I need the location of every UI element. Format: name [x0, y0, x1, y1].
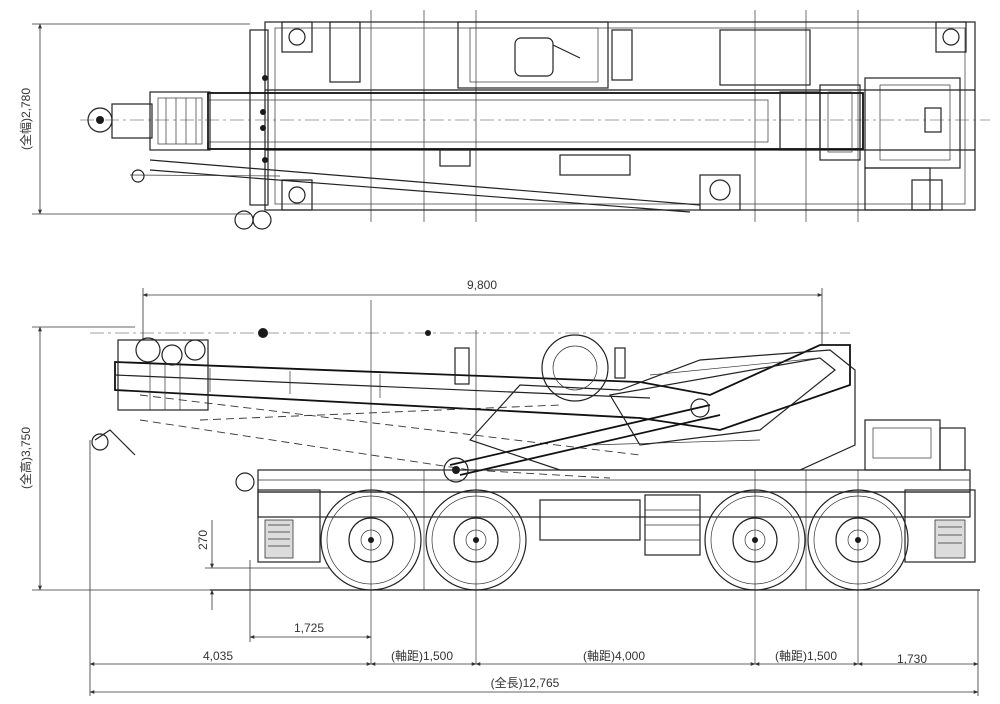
- rear-overhang-label: 1,730: [897, 652, 927, 666]
- wheelbase-front-label: (軸距)1,500: [391, 649, 453, 663]
- boom-length-label: 9,800: [467, 278, 497, 292]
- overall-height-dimension: (全高)3,750: [18, 326, 210, 591]
- side-view-reference-lines: [370, 300, 859, 664]
- front-overhang-label: 4,035: [203, 649, 233, 663]
- ground-clearance-label: 270: [196, 530, 210, 550]
- front-overhang-inner-label: 1,725: [294, 621, 324, 635]
- overall-height-label: (全高)3,750: [18, 427, 33, 489]
- overall-length-label: (全長)12,765: [491, 675, 560, 690]
- ground-clearance-dimension: 270: [196, 520, 330, 610]
- top-view: (全幅)2,780: [18, 10, 990, 230]
- boom: [91, 328, 851, 483]
- side-view: 9,800: [18, 278, 980, 696]
- boom-length-dimension: 9,800: [142, 278, 823, 345]
- wheelbase-middle-label: (軸距)4,000: [583, 649, 645, 663]
- top-view-chassis: [80, 21, 990, 230]
- top-view-reference-lines: [370, 10, 859, 222]
- top-width-dimension: (全幅)2,780: [18, 23, 250, 215]
- wheelbase-rear-label: (軸距)1,500: [775, 649, 837, 663]
- horizontal-dimensions: 1,725 4,035 (軸距)1,500 (軸距)4,000 (軸距)1,50…: [89, 440, 979, 696]
- carrier-chassis: [235, 469, 976, 563]
- superstructure: [454, 334, 966, 471]
- top-width-label: (全幅)2,780: [18, 88, 33, 150]
